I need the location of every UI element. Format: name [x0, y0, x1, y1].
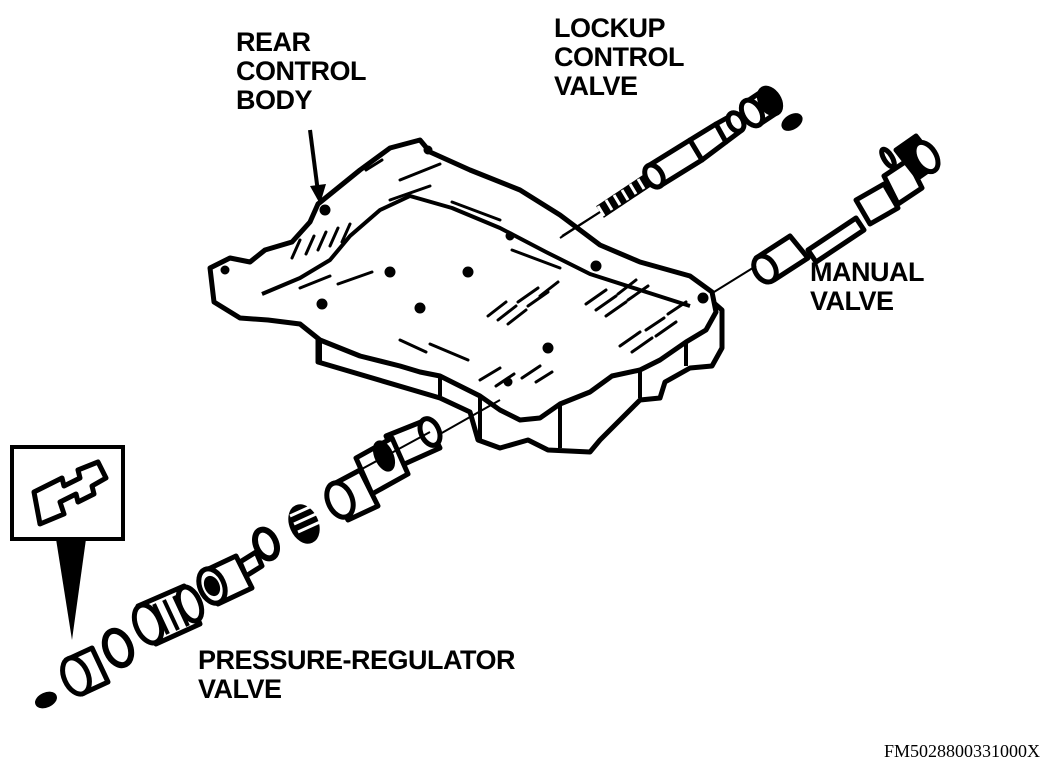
body-details — [220, 145, 709, 388]
manual-valve-label-line-1: MANUAL — [810, 257, 924, 287]
lockup-valve-spool — [642, 110, 747, 190]
manual-valve-label: MANUAL VALVE — [810, 257, 924, 317]
rear-control-body-label: REAR CONTROL BODY — [236, 27, 366, 116]
rear-control-body-pointer — [308, 129, 326, 204]
regulator-washer — [252, 526, 280, 562]
lockup-spring — [596, 174, 652, 218]
lockup-control-valve-label-line-3: VALVE — [554, 71, 638, 102]
pressure-regulator-valve — [35, 399, 501, 709]
regulator-sleeve — [324, 416, 443, 523]
manual-valve — [713, 133, 941, 293]
lockup-control-valve — [561, 85, 803, 237]
rear-control-body-label-line-2: CONTROL — [236, 56, 366, 87]
regulator-spring — [288, 504, 321, 544]
lockup-control-valve-label: LOCKUP CONTROL VALVE — [554, 13, 684, 102]
lockup-plug — [738, 85, 784, 129]
regulator-retaining-pin — [35, 691, 57, 709]
manual-valve-label-line-2: VALVE — [810, 286, 894, 317]
pressure-regulator-valve-label-line-1: PRESSURE-REGULATOR — [198, 645, 516, 675]
pressure-regulator-valve-label: PRESSURE-REGULATOR VALVE — [198, 645, 516, 705]
regulator-o-ring — [101, 627, 135, 669]
regulator-end-plug — [60, 645, 111, 697]
rear-control-body — [207, 137, 725, 455]
pressure-regulator-valve-label-line-2: VALVE — [198, 674, 282, 705]
regulator-valve-spool — [196, 549, 265, 607]
rear-control-body-label-line-3: BODY — [236, 85, 313, 116]
label-leaders — [559, 211, 601, 239]
lockup-control-valve-label-line-1: LOCKUP — [554, 13, 665, 43]
pressure-regulator-symbol-icon — [10, 445, 125, 640]
lockup-control-valve-label-line-2: CONTROL — [554, 42, 684, 73]
regulator-boost-sleeve — [131, 583, 205, 647]
figure-code: FM5028800331000X — [883, 741, 1040, 761]
rear-control-body-label-line-1: REAR — [236, 27, 311, 57]
lockup-retainer — [781, 113, 803, 131]
